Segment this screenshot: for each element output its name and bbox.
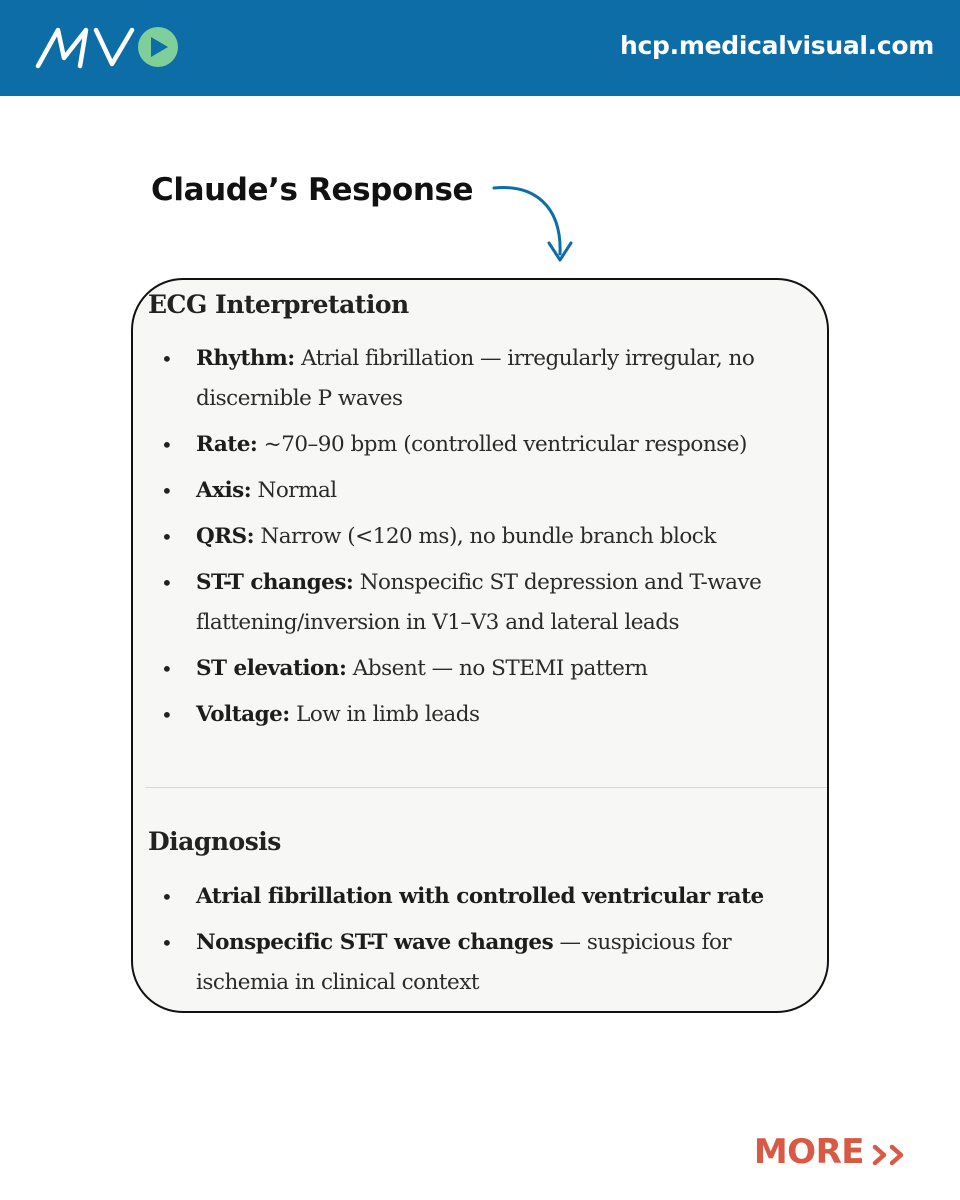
section-divider xyxy=(145,787,827,788)
interpretation-title: ECG Interpretation xyxy=(148,290,409,319)
header-bar: MV hcp.medicalvisual.com xyxy=(0,0,960,96)
interpretation-list: •Rhythm: Atrial fibrillation — irregular… xyxy=(133,339,813,735)
list-item: •Atrial fibrillation with controlled ven… xyxy=(133,877,813,917)
list-item: •Rhythm: Atrial fibrillation — irregular… xyxy=(133,339,813,419)
site-url[interactable]: hcp.medicalvisual.com xyxy=(620,31,934,60)
play-icon xyxy=(138,27,178,67)
list-item: •ST elevation: Absent — no STEMI pattern xyxy=(133,649,813,689)
response-card: ECG Interpretation •Rhythm: Atrial fibri… xyxy=(131,278,829,1013)
diagnosis-list: •Atrial fibrillation with controlled ven… xyxy=(133,877,813,1003)
list-item: •Axis: Normal xyxy=(133,471,813,511)
bullet-icon: • xyxy=(161,479,173,503)
curved-arrow-icon xyxy=(492,186,573,262)
bullet-icon: • xyxy=(161,347,173,371)
bullet-icon: • xyxy=(161,525,173,549)
bullet-icon: • xyxy=(161,433,173,457)
list-item: •ST-T changes: Nonspecific ST depression… xyxy=(133,563,813,643)
list-item: •QRS: Narrow (<120 ms), no bundle branch… xyxy=(133,517,813,557)
bullet-icon: • xyxy=(161,703,173,727)
list-item: •Nonspecific ST-T wave changes — suspici… xyxy=(133,923,813,1003)
double-chevron-right-icon[interactable] xyxy=(871,1142,909,1168)
response-label: Claude’s Response xyxy=(151,172,474,208)
bullet-icon: • xyxy=(161,885,173,909)
bullet-icon: • xyxy=(161,657,173,681)
bullet-icon: • xyxy=(161,931,173,955)
list-item: •Voltage: Low in limb leads xyxy=(133,695,813,735)
bullet-icon: • xyxy=(161,571,173,595)
diagnosis-title: Diagnosis xyxy=(148,827,281,856)
list-item: •Rate: ~70–90 bpm (controlled ventricula… xyxy=(133,425,813,465)
mv-logo[interactable]: MV xyxy=(34,22,184,72)
more-button[interactable]: MORE xyxy=(753,1132,865,1172)
